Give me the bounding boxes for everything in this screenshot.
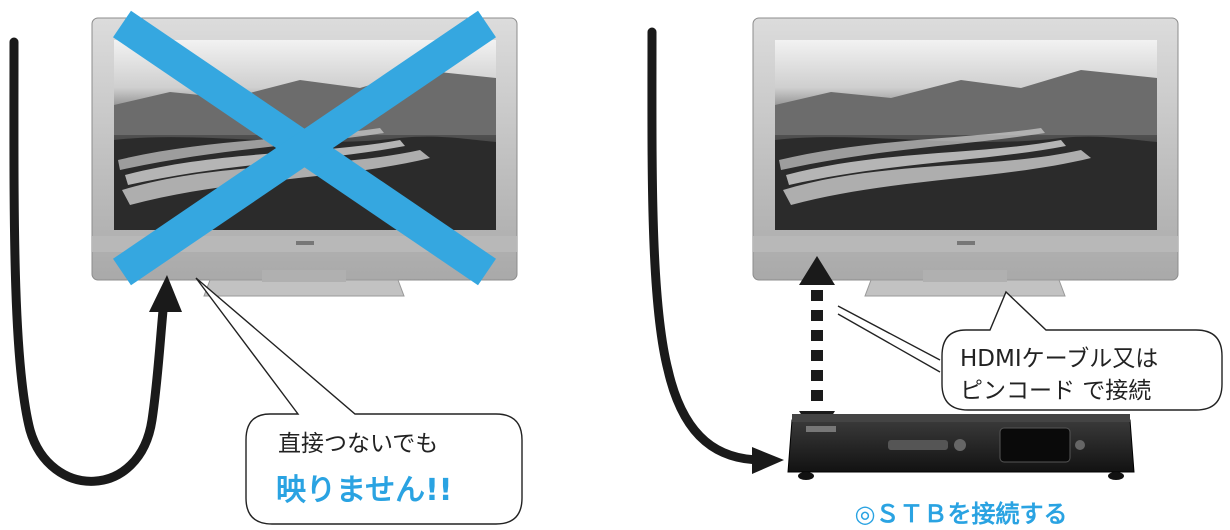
double-arrow-icon bbox=[799, 256, 835, 440]
tv-icon bbox=[752, 17, 1179, 297]
callout-left-line1: 直接つないでも bbox=[278, 431, 438, 457]
callout-right-line2: ピンコード で接続 bbox=[960, 378, 1151, 404]
tv-left bbox=[91, 10, 518, 297]
callout-right: HDMIケーブル又は ピンコード で接続 bbox=[837, 290, 1223, 411]
cable-arrow-icon bbox=[9, 37, 182, 486]
stb-icon bbox=[787, 414, 1135, 480]
caption-stb: ◎ＳＴＢを接続する bbox=[855, 500, 1068, 528]
cross-mark-icon bbox=[113, 10, 496, 286]
callout-right-line1: HDMIケーブル又は bbox=[960, 346, 1158, 372]
callout-left-line2: 映りません!! bbox=[276, 473, 452, 508]
callout-left: 直接つないでも 映りません!! bbox=[195, 277, 523, 525]
tv-right bbox=[752, 17, 1179, 297]
cable-arrow-icon bbox=[647, 27, 784, 474]
